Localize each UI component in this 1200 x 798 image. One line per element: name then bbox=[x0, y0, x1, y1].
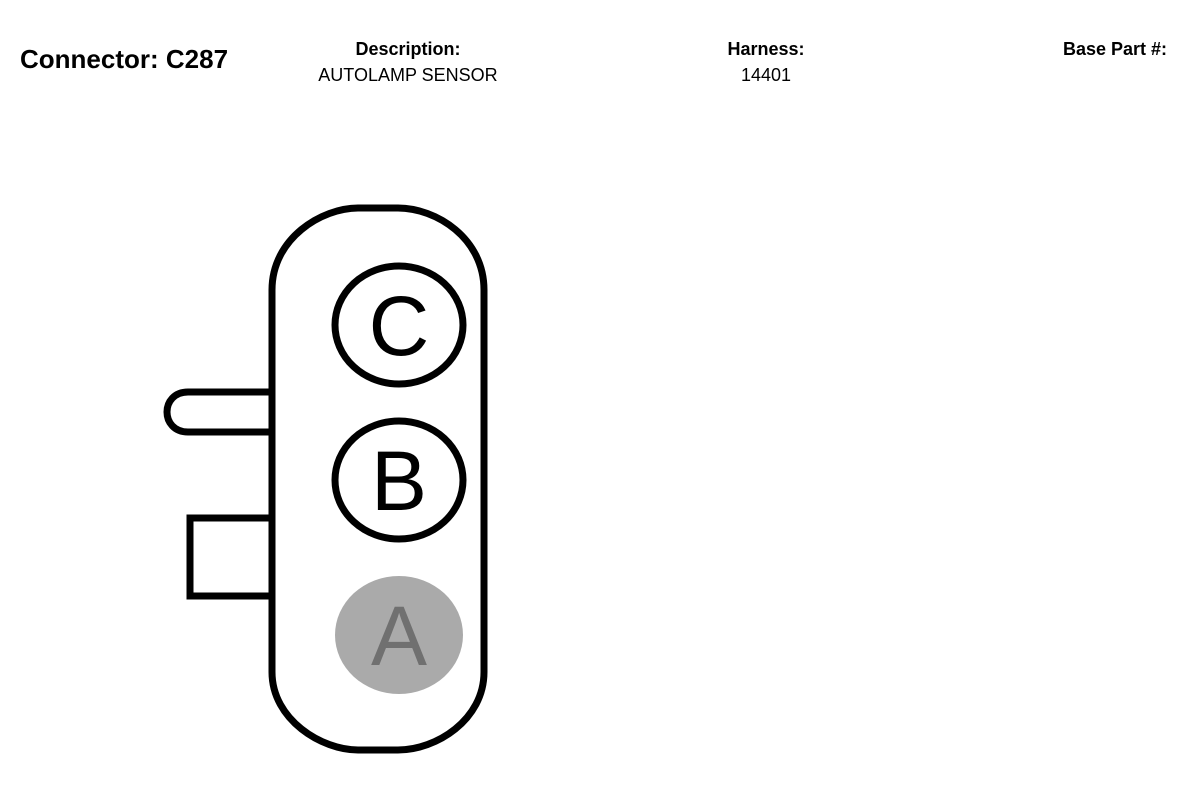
base-part-field: Base Part #: bbox=[1040, 38, 1190, 60]
pin-c-label: C bbox=[369, 279, 430, 373]
description-field: Description: AUTOLAMP SENSOR bbox=[298, 38, 518, 90]
harness-field: Harness: 14401 bbox=[686, 38, 846, 90]
key-block bbox=[186, 514, 272, 600]
pin-a-circle bbox=[335, 576, 463, 694]
description-label: Description: bbox=[355, 39, 461, 59]
pin-c-circle bbox=[331, 262, 467, 388]
description-value: AUTOLAMP SENSOR bbox=[318, 65, 498, 85]
pins-group: CBA bbox=[331, 262, 467, 694]
connector-title: Connector: C287 bbox=[20, 44, 229, 74]
locking-tab bbox=[163, 388, 272, 436]
pin-a-label: A bbox=[371, 589, 427, 683]
pin-b-circle bbox=[331, 417, 467, 543]
harness-value: 14401 bbox=[740, 65, 792, 85]
base-part-label: Base Part #: bbox=[1062, 39, 1168, 59]
harness-label: Harness: bbox=[727, 39, 805, 59]
pin-b-label: B bbox=[371, 434, 427, 528]
